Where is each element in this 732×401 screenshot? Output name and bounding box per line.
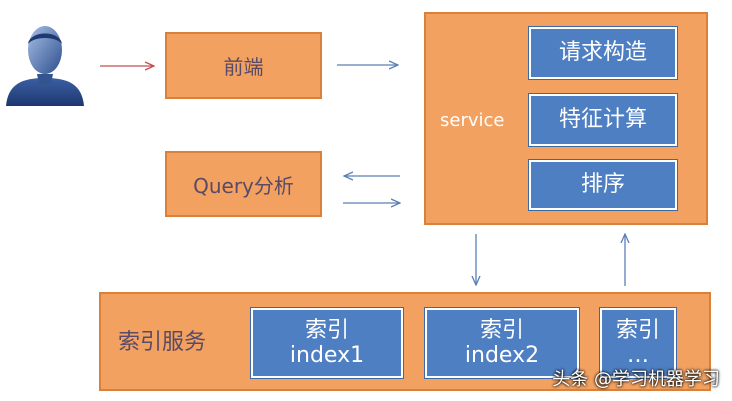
index-shard-name: index2 — [464, 343, 540, 368]
index-shard-more: 索引 … — [599, 307, 677, 379]
service-module-label: 特征计算 — [558, 107, 647, 133]
watermark-text: 头条 @学习机器学习 — [552, 369, 720, 390]
service-module-feature-computation: 特征计算 — [528, 93, 678, 147]
service-module-ranking: 排序 — [528, 159, 678, 211]
frontend-label: 前端 — [223, 55, 264, 79]
index-shard-name: index1 — [289, 343, 365, 368]
index-shard-1: 索引 index1 — [250, 307, 404, 379]
service-box: service 请求构造 特征计算 排序 — [424, 12, 708, 225]
query-analysis-box: Query分析 — [165, 151, 322, 217]
index-shard-2: 索引 index2 — [424, 307, 580, 379]
index-shard-name: … — [627, 343, 649, 368]
index-service-label: 索引服务 — [118, 330, 207, 355]
service-module-label: 排序 — [580, 172, 625, 198]
index-shard-title: 索引 — [304, 317, 349, 343]
service-module-request-construction: 请求构造 — [528, 26, 678, 80]
service-label: service — [440, 110, 505, 131]
index-service-box: 索引服务 索引 index1 索引 index2 索引 … — [99, 292, 711, 391]
query-analysis-label: Query分析 — [193, 173, 294, 198]
user-avatar-icon — [6, 26, 84, 106]
frontend-box: 前端 — [165, 32, 322, 99]
index-shard-title: 索引 — [615, 317, 660, 343]
service-module-label: 请求构造 — [558, 40, 647, 66]
index-shard-title: 索引 — [479, 317, 524, 343]
